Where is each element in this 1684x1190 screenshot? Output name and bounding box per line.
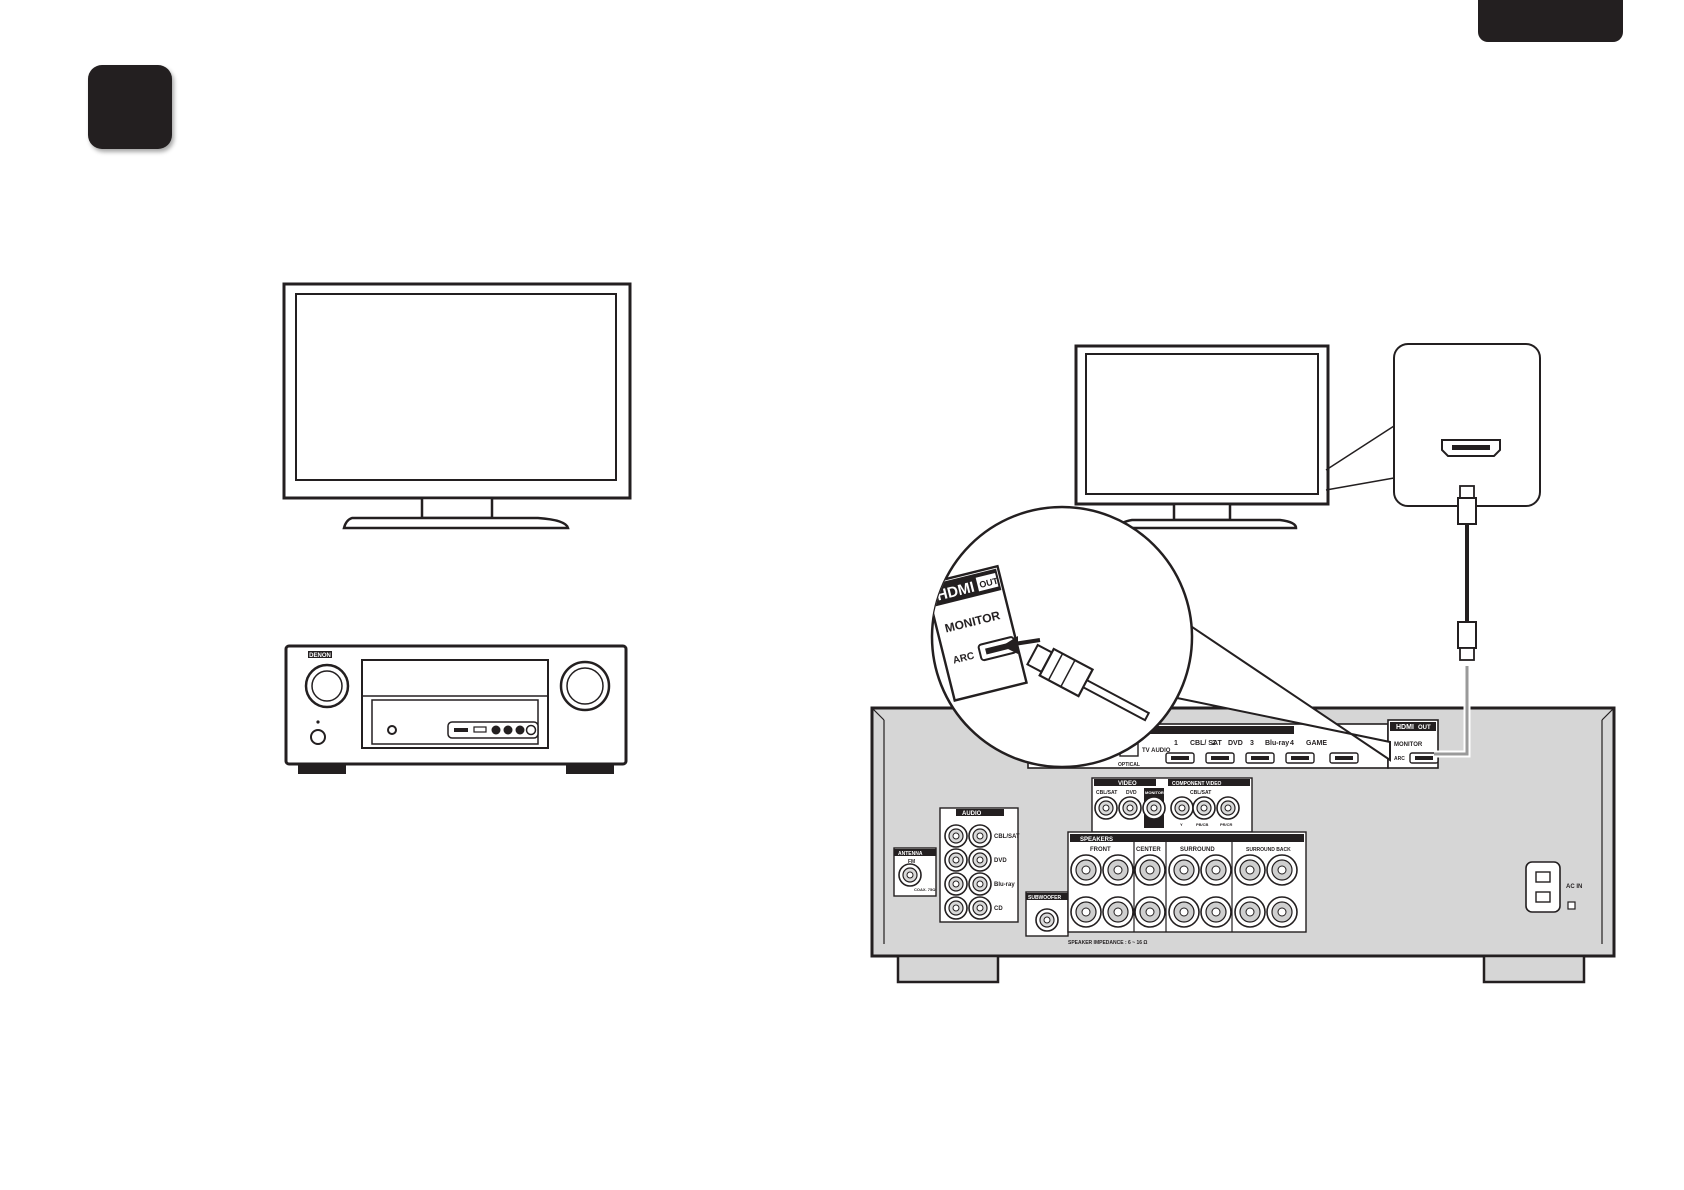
tv-right-illustration [1074, 344, 1395, 530]
hdmi-in4-label: 4 [1290, 740, 1294, 747]
page-tab [1478, 0, 1623, 42]
audio-cd-label: CD [994, 906, 1003, 912]
tv-illustration [282, 282, 632, 530]
arc-label: ARC [1394, 756, 1405, 762]
tv-hdmi-port-callout [1393, 343, 1541, 507]
audio-dvd-label: DVD [994, 858, 1007, 864]
video-monitor-label: MONITOR [1145, 790, 1164, 795]
surround-back-label: SURROUND BACK [1246, 847, 1291, 853]
hdmi-in3-label: 3 [1250, 740, 1254, 747]
component-y-label: Y [1180, 822, 1183, 827]
surround-label: SURROUND [1180, 847, 1215, 853]
receiver-front-illustration: DENON [284, 644, 628, 774]
speakers-label: SPEAKERS [1080, 837, 1113, 843]
step-badge [88, 65, 172, 149]
hdmi-out-zoom-callout: HDMI OUT MONITOR ARC [930, 505, 1391, 769]
video-cblsat-label: CBL/SAT [1096, 790, 1117, 796]
video-label: VIDEO [1118, 781, 1137, 787]
hdmi-out-title: HDMI [1396, 724, 1414, 731]
hdmi-in1-label: 1 [1174, 740, 1178, 747]
hdmi-in2-label: 2 [1212, 740, 1216, 747]
receiver-brand: DENON [309, 653, 331, 659]
hdmi-in1-source-label: CBL/ SAT [1190, 740, 1222, 747]
hdmi-bluray-label: Blu-ray [1265, 740, 1289, 747]
hdmi-out-tag: OUT [1418, 725, 1431, 731]
subwoofer-label: SUBWOOFER [1028, 895, 1061, 901]
component-video-label: COMPONENT VIDEO [1172, 781, 1222, 787]
tv-audio-label: TV AUDIO [1142, 748, 1171, 754]
antenna-label: ANTENNA [898, 851, 923, 857]
fm-label: FM [908, 859, 915, 865]
audio-bluray-label: Blu-ray [994, 882, 1015, 888]
component-pb-label: PB/CB [1196, 822, 1209, 827]
component-pr-label: PR/CR [1220, 822, 1233, 827]
ac-in-label: AC IN [1566, 884, 1582, 890]
speaker-impedance-label: SPEAKER IMPEDANCE : 6 ~ 16 Ω [1068, 940, 1147, 946]
center-label: CENTER [1136, 847, 1161, 853]
assignable-label: ASSIGNABLE [1158, 729, 1191, 735]
fm-coax-label: COAX. 75Ω [914, 887, 936, 892]
zoom-out-tag: OUT [978, 576, 999, 590]
front-label: FRONT [1090, 847, 1111, 853]
audio-label: AUDIO [962, 811, 982, 817]
zoom-arc-label: ARC [952, 651, 976, 667]
component-cblsat-label: CBL/SAT [1190, 790, 1211, 796]
audio-cblsat-label: CBL/SAT [994, 834, 1020, 840]
optical-label: OPTICAL [1118, 762, 1140, 768]
hdmi-game-label: GAME [1306, 740, 1327, 747]
video-dvd-label: DVD [1126, 790, 1137, 796]
hdmi-cable [1434, 485, 1477, 758]
monitor-label: MONITOR [1394, 742, 1423, 748]
hdmi-dvd-label: DVD [1228, 740, 1243, 747]
receiver-rear-panel: CBL/ SAT COAXIAL TV AUDIO OPTICAL ASSIGN… [870, 706, 1616, 984]
